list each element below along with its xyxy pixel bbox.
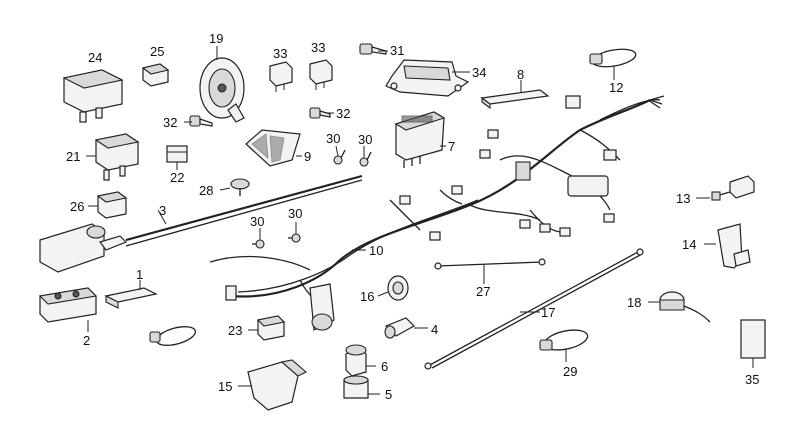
part-connector-33a	[269, 61, 293, 92]
part-cable-tie-near-1	[149, 326, 197, 346]
part-bolt-30c	[252, 239, 265, 249]
callout-28: 28	[199, 183, 213, 198]
callout-15: 15	[218, 379, 232, 394]
callout-4: 4	[431, 322, 438, 337]
part-plate-35	[740, 319, 766, 359]
part-bracket-34	[385, 59, 470, 97]
callout-18: 18	[627, 295, 641, 310]
callout-6: 6	[381, 359, 388, 374]
part-bolt-30d	[288, 233, 301, 243]
part-cable-tie-29	[539, 329, 589, 351]
callout-7: 7	[448, 139, 455, 154]
callout-19: 19	[209, 31, 223, 46]
part-connector-25	[141, 63, 170, 87]
part-bracket-14	[717, 223, 751, 269]
part-connector-33b	[309, 59, 333, 90]
callout-21: 21	[66, 149, 80, 164]
part-boot-4	[384, 317, 415, 339]
callout-5: 5	[385, 387, 392, 402]
callout-31: 31	[390, 43, 404, 58]
callout-2: 2	[83, 333, 90, 348]
callout-22: 22	[170, 170, 184, 185]
part-screw-28	[230, 178, 250, 196]
callout-26: 26	[70, 199, 84, 214]
callout-35: 35	[745, 372, 759, 387]
callout-13: 13	[676, 191, 690, 206]
callout-14: 14	[682, 237, 696, 252]
part-relay-24	[62, 69, 124, 123]
part-bracket-13	[711, 175, 755, 201]
part-bolt-30b	[359, 151, 372, 167]
callout-30d: 30	[288, 206, 302, 221]
callout-30c: 30	[250, 214, 264, 229]
callout-10: 10	[369, 243, 383, 258]
callout-17: 17	[541, 305, 555, 320]
part-sensor-18	[659, 291, 711, 323]
callout-30b: 30	[358, 132, 372, 147]
callout-1: 1	[136, 267, 143, 282]
part-block-23	[256, 315, 286, 341]
part-relay-21	[94, 133, 140, 181]
callout-8: 8	[517, 67, 524, 82]
callout-24: 24	[88, 50, 102, 65]
callout-16: 16	[360, 289, 374, 304]
callout-23: 23	[228, 323, 242, 338]
part-cdi-unit-7	[394, 111, 446, 168]
callout-32a: 32	[163, 115, 177, 130]
part-ignition-coil-3	[39, 174, 363, 273]
callout-32b: 32	[336, 106, 350, 121]
part-grommet-16	[387, 275, 409, 301]
callout-33a: 33	[273, 46, 287, 61]
part-cover-15	[247, 359, 307, 411]
part-plug-cap-6	[345, 344, 367, 377]
part-horn-19	[199, 57, 245, 123]
callout-25: 25	[150, 44, 164, 59]
part-wiring-harness-10	[209, 95, 665, 331]
part-cap-5	[343, 375, 369, 399]
part-screw-32b	[309, 107, 331, 119]
callout-33b: 33	[311, 40, 325, 55]
part-lens-1	[104, 287, 158, 309]
part-bolt-31	[359, 43, 387, 55]
callout-27: 27	[476, 284, 490, 299]
part-cable-17	[424, 248, 644, 370]
part-regulator-9	[245, 129, 301, 167]
callout-9: 9	[304, 149, 311, 164]
part-socket-22	[166, 145, 188, 163]
callout-29: 29	[563, 364, 577, 379]
part-bolt-30a	[333, 149, 346, 165]
callout-30a: 30	[326, 131, 340, 146]
part-connector-26	[96, 191, 128, 219]
part-cable-tie-12	[589, 48, 637, 68]
part-ground-wire-27	[434, 258, 546, 270]
callout-3: 3	[159, 203, 166, 218]
callout-34: 34	[472, 65, 486, 80]
part-plate-8	[480, 89, 550, 110]
part-switch-2	[38, 287, 98, 323]
callout-12: 12	[609, 80, 623, 95]
part-screw-32a	[189, 115, 213, 127]
